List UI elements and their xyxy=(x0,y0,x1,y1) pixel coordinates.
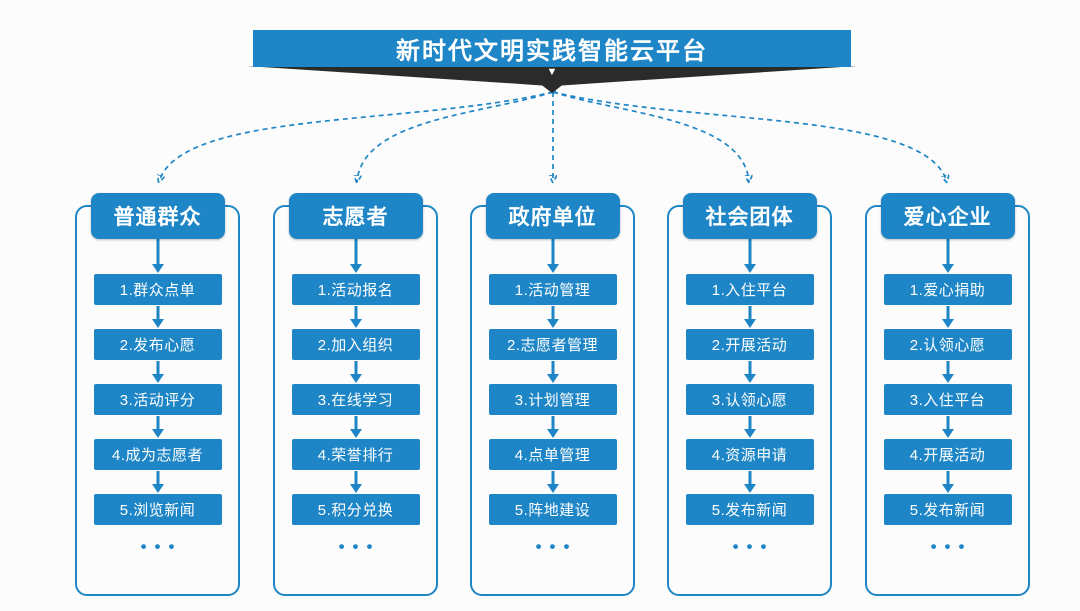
down-arrow-icon xyxy=(546,471,559,493)
down-arrow-icon xyxy=(941,238,954,273)
down-arrow-icon xyxy=(546,238,559,273)
down-arrow-icon xyxy=(349,361,362,383)
flow-step: 3.活动评分 xyxy=(93,384,222,415)
down-arrow-icon xyxy=(151,361,164,383)
down-arrow-icon xyxy=(349,471,362,493)
column-volunteers: 志愿者 1.活动报名 2.加入组织 3.在线学习 4.荣誉排行 5.积分兑换 ••• xyxy=(273,193,438,596)
down-arrow-icon xyxy=(941,361,954,383)
flow-step: 2.志愿者管理 xyxy=(488,329,617,360)
banner-title: 新时代文明实践智能云平台 xyxy=(253,30,851,67)
connector-line xyxy=(357,91,554,182)
flow-step: 1.群众点单 xyxy=(93,274,222,305)
column-caring-enterprises: 爱心企业 1.爱心捐助 2.认领心愿 3.入住平台 4.开展活动 5.发布新闻 ••• xyxy=(865,193,1030,596)
connector-line xyxy=(159,91,554,182)
down-arrow-icon xyxy=(546,416,559,438)
down-arrow-icon xyxy=(941,416,954,438)
column-general-public: 普通群众 1.群众点单 2.发布心愿 3.活动评分 4.成为志愿者 5.浏览新闻 ••• xyxy=(75,193,240,596)
down-arrow-icon xyxy=(349,306,362,328)
flow-step: 5.发布新闻 xyxy=(685,494,814,525)
flow-step: 4.开展活动 xyxy=(883,439,1012,470)
column-government-units: 政府单位 1.活动管理 2.志愿者管理 3.计划管理 4.点单管理 5.阵地建设 ••• xyxy=(470,193,635,596)
ellipsis-dots: ••• xyxy=(732,537,775,556)
ellipsis-dots: ••• xyxy=(535,537,578,556)
flow-step: 5.浏览新闻 xyxy=(93,494,222,525)
flow-step: 4.资源申请 xyxy=(685,439,814,470)
flow-step: 1.入住平台 xyxy=(685,274,814,305)
flow-step: 5.积分兑换 xyxy=(291,494,420,525)
flow-step: 4.成为志愿者 xyxy=(93,439,222,470)
down-arrow-icon xyxy=(151,471,164,493)
down-arrow-icon xyxy=(349,416,362,438)
connector-line xyxy=(552,91,947,182)
flow-step: 1.活动报名 xyxy=(291,274,420,305)
down-arrow-icon xyxy=(941,306,954,328)
flow-step: 2.发布心愿 xyxy=(93,329,222,360)
down-arrow-icon: ▼ xyxy=(546,66,558,78)
column-header: 爱心企业 xyxy=(880,193,1015,239)
flow-step: 3.认领心愿 xyxy=(685,384,814,415)
flow-step: 2.加入组织 xyxy=(291,329,420,360)
column-header: 普通群众 xyxy=(90,193,225,239)
down-arrow-icon xyxy=(546,306,559,328)
flow-step: 4.荣誉排行 xyxy=(291,439,420,470)
ellipsis-dots: ••• xyxy=(140,537,183,556)
column-social-groups: 社会团体 1.入住平台 2.开展活动 3.认领心愿 4.资源申请 5.发布新闻 ••• xyxy=(667,193,832,596)
flow-step: 5.阵地建设 xyxy=(488,494,617,525)
flow-step: 2.认领心愿 xyxy=(883,329,1012,360)
column-header: 志愿者 xyxy=(288,193,423,239)
column-header: 社会团体 xyxy=(682,193,817,239)
flow-step: 1.活动管理 xyxy=(488,274,617,305)
down-arrow-icon xyxy=(151,238,164,273)
flow-step: 1.爱心捐助 xyxy=(883,274,1012,305)
banner-ribbon: ▼ xyxy=(247,66,857,93)
down-arrow-icon xyxy=(151,416,164,438)
column-header: 政府单位 xyxy=(485,193,620,239)
flow-step: 3.入住平台 xyxy=(883,384,1012,415)
flow-step: 2.开展活动 xyxy=(685,329,814,360)
down-arrow-icon xyxy=(349,238,362,273)
down-arrow-icon xyxy=(941,471,954,493)
ellipsis-dots: ••• xyxy=(338,537,381,556)
flow-step: 4.点单管理 xyxy=(488,439,617,470)
ellipsis-dots: ••• xyxy=(930,537,973,556)
down-arrow-icon xyxy=(743,306,756,328)
down-arrow-icon xyxy=(743,471,756,493)
flow-step: 3.计划管理 xyxy=(488,384,617,415)
down-arrow-icon xyxy=(546,361,559,383)
down-arrow-icon xyxy=(743,416,756,438)
down-arrow-icon xyxy=(743,238,756,273)
connector-line xyxy=(552,91,749,182)
flow-step: 3.在线学习 xyxy=(291,384,420,415)
down-arrow-icon xyxy=(151,306,164,328)
flow-step: 5.发布新闻 xyxy=(883,494,1012,525)
down-arrow-icon xyxy=(743,361,756,383)
